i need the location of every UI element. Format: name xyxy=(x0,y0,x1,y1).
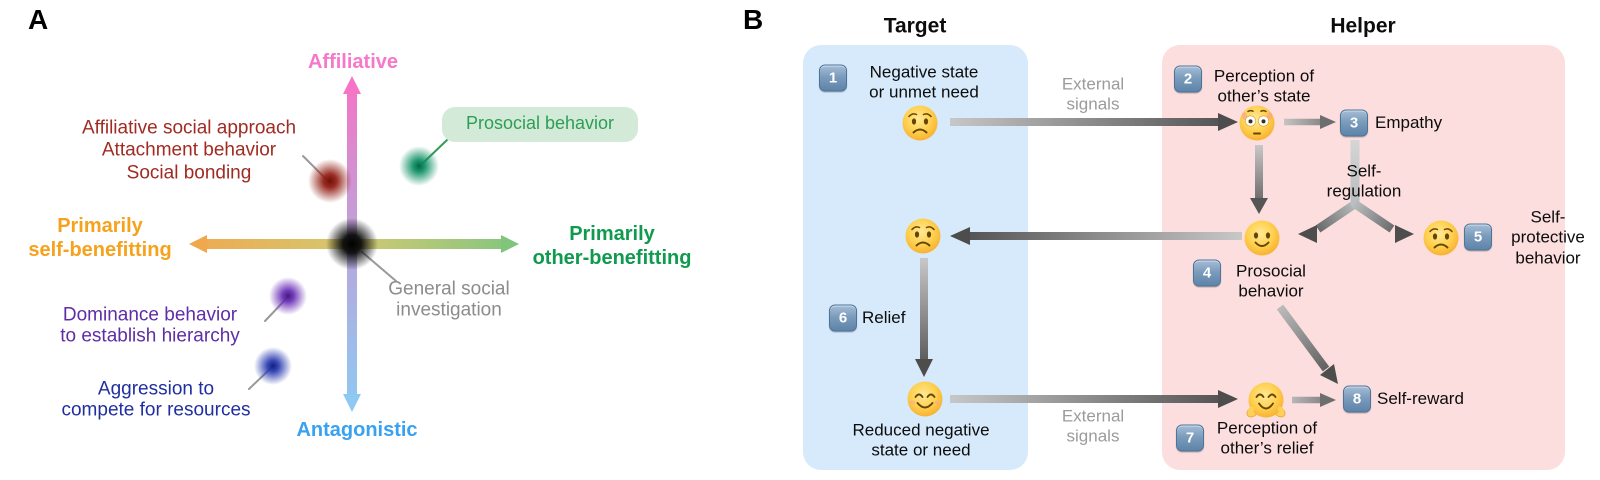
arrowhead-icon xyxy=(1218,113,1238,131)
step-badge-2: 2 xyxy=(1174,65,1202,93)
arrowhead-icon xyxy=(1250,198,1268,214)
axis-arrowhead-left-icon xyxy=(189,235,207,253)
arrowhead-icon xyxy=(1298,225,1317,243)
external-signals-top-label: External signals xyxy=(1061,74,1125,114)
step-label-self-protective: Self- protective behavior xyxy=(1511,207,1585,268)
dominance-label: Dominance behavior to establish hierarch… xyxy=(60,304,240,347)
axis-label-other-benefitting: Primarily other-benefitting xyxy=(532,223,692,269)
step-badge-8: 8 xyxy=(1343,385,1371,413)
affiliative-cluster-label: Affiliative social approach Attachment b… xyxy=(81,117,297,184)
step-badge-3: 3 xyxy=(1340,109,1368,137)
self-regulation-label: Self- regulation xyxy=(1326,161,1402,201)
target-column-header: Target xyxy=(883,14,947,38)
panel-b-letter: B xyxy=(743,4,764,35)
reduced-state-label: Reduced negative state or need xyxy=(852,420,990,460)
axis-arrowhead-down-icon xyxy=(343,394,361,412)
panel-a-letter: A xyxy=(28,4,49,35)
arrowhead-icon xyxy=(1395,225,1414,243)
worried-face-icon xyxy=(1422,219,1460,257)
axis-arrowhead-up-icon xyxy=(343,76,361,94)
step-badge-4: 4 xyxy=(1193,259,1221,287)
arrowhead-icon xyxy=(1320,393,1336,407)
prosocial-blob xyxy=(399,146,439,186)
step-label-negative-state: Negative state or unmet need xyxy=(869,62,979,102)
target-column-box xyxy=(803,45,1028,470)
arrowhead-icon xyxy=(1320,115,1336,129)
step-badge-5: 5 xyxy=(1464,223,1492,251)
affiliative-cluster-blob xyxy=(308,159,352,203)
step-label-self-reward: Self-reward xyxy=(1377,388,1464,408)
arrowhead-icon xyxy=(915,359,933,377)
arrowhead-icon xyxy=(1218,390,1238,408)
smiling-face-icon xyxy=(906,380,944,418)
worried-face-icon xyxy=(901,104,939,142)
flushed-face-icon xyxy=(1238,104,1276,142)
step-label-prosocial-behavior: Prosocial behavior xyxy=(1236,261,1306,301)
general-investigation-blob xyxy=(326,218,378,270)
arrowhead-icon xyxy=(1320,364,1338,384)
axis-label-affiliative: Affiliative xyxy=(307,51,399,73)
general-investigation-label: General social investigation xyxy=(388,278,510,321)
step-badge-1: 1 xyxy=(819,64,847,92)
axis-label-self-benefitting: Primarily self-benefitting xyxy=(28,215,172,261)
aggression-label: Aggression to compete for resources xyxy=(61,378,251,421)
step-badge-7: 7 xyxy=(1176,424,1204,452)
step-badge-6: 6 xyxy=(829,304,857,332)
step-label-relief: Relief xyxy=(862,307,906,327)
arrow-prosocial-to-selfreward xyxy=(1276,304,1330,372)
axis-arrowhead-right-icon xyxy=(501,235,519,253)
step-label-perception-relief: Perception of other’s relief xyxy=(1216,418,1318,458)
arrow-selfreg-to-protective xyxy=(1350,198,1395,233)
slight-smile-face-icon xyxy=(1243,219,1281,257)
arrowhead-icon xyxy=(950,227,970,245)
prosocial-pill xyxy=(442,107,638,142)
helper-column-header: Helper xyxy=(1330,14,1396,38)
worried-face-icon xyxy=(904,217,942,255)
step-label-perception-state: Perception of other’s state xyxy=(1213,66,1315,106)
dominance-blob xyxy=(269,277,307,315)
external-signals-bottom-label: External signals xyxy=(1061,406,1125,446)
aggression-blob xyxy=(254,347,292,385)
step-label-empathy: Empathy xyxy=(1375,112,1443,132)
prosocial-pill-label: Prosocial behavior xyxy=(465,113,615,134)
axis-label-antagonistic: Antagonistic xyxy=(296,419,418,441)
